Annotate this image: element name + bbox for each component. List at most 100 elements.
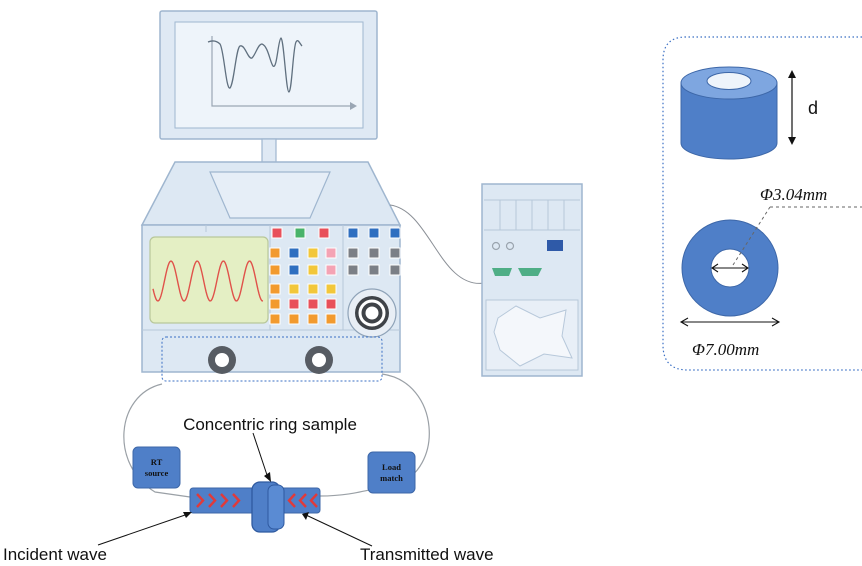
cylinder-hole (706, 72, 752, 90)
rt-source-label-1: RT (151, 457, 163, 467)
coaxial-line (189, 481, 321, 533)
port-2 (305, 346, 333, 374)
incident-chevron-1 (196, 493, 205, 508)
port-panel (161, 336, 383, 382)
transmitted-chevron-2 (298, 493, 307, 508)
monitor-axis-arrow (350, 102, 357, 110)
transmitted-chevron-3 (309, 493, 318, 508)
pc-panel-emblem (493, 305, 573, 367)
panel-button-29 (269, 313, 281, 325)
panel-button-24 (325, 283, 337, 295)
pc-port-1 (492, 268, 512, 276)
sine-wave-trace (152, 260, 264, 302)
rt-source-label-2: source (145, 468, 169, 478)
panel-button-11 (347, 247, 359, 259)
panel-button-21 (269, 283, 281, 295)
inner-arrow-right (741, 263, 749, 273)
panel-button-32 (325, 313, 337, 325)
pointer-incident (97, 513, 189, 546)
pc-tower (481, 183, 583, 377)
pc-cable (389, 204, 486, 284)
port-2-inner (312, 353, 326, 367)
inset-border (662, 36, 862, 371)
inner-diameter-label: Φ3.04mm (760, 185, 827, 204)
panel-button-18 (347, 264, 359, 276)
panel-button-12 (368, 247, 380, 259)
pointer-transmitted (305, 514, 373, 547)
rt-source-rect (132, 446, 181, 489)
pc-power-button (547, 240, 563, 251)
network-analyzer (140, 161, 402, 382)
transmitted-wave-label: Transmitted wave (360, 545, 494, 564)
panel-button-4 (347, 227, 359, 239)
pc-led-2 (505, 241, 515, 251)
load-match-label-2: match (380, 473, 403, 483)
panel-button-22 (288, 283, 300, 295)
panel-button-26 (288, 298, 300, 310)
pointer-sample (252, 432, 269, 479)
knob-center (365, 306, 379, 320)
ring-cylinder-3d (680, 66, 778, 160)
port-1-inner (215, 353, 229, 367)
rt-source-box: RT source (132, 446, 181, 489)
incident-chevron-4 (232, 493, 241, 508)
panel-button-2 (294, 227, 306, 239)
analyzer-screen (149, 236, 269, 324)
panel-button-17 (325, 264, 337, 276)
monitor-trace (207, 37, 303, 93)
panel-button-1 (271, 227, 283, 239)
port-1 (208, 346, 236, 374)
rotary-knob (347, 288, 397, 338)
incident-chevron-2 (208, 493, 217, 508)
panel-button-5 (368, 227, 380, 239)
inner-arrow-left (711, 263, 719, 273)
panel-button-6 (389, 227, 401, 239)
pc-drive-bays (499, 200, 565, 230)
incident-chevron-3 (220, 493, 229, 508)
panel-button-28 (325, 298, 337, 310)
monitor (159, 10, 378, 172)
pc-port-2 (518, 268, 542, 276)
panel-button-7 (269, 247, 281, 259)
outer-arrow-right (771, 317, 781, 327)
concentric-ring-sample-label: Concentric ring sample (183, 415, 357, 434)
monitor-stand-base (209, 171, 331, 219)
panel-button-20 (389, 264, 401, 276)
button-grid (269, 227, 401, 325)
panel-button-15 (288, 264, 300, 276)
load-match-label-1: Load (382, 462, 401, 472)
panel-button-8 (288, 247, 300, 259)
panel-button-9 (307, 247, 319, 259)
panel-button-23 (307, 283, 319, 295)
monitor-screen (174, 21, 364, 129)
incident-wave-label: Incident wave (3, 545, 107, 564)
height-label: d (808, 98, 818, 118)
panel-button-3 (318, 227, 330, 239)
sample-dimensions-inset: d Φ3.04mm Φ7.00mm (662, 36, 862, 371)
knob-groove (358, 299, 386, 327)
monitor-axes (211, 36, 350, 107)
load-match-rect (367, 451, 416, 494)
panel-button-16 (307, 264, 319, 276)
pointer-sample-head (264, 472, 271, 482)
pointer-transmitted-head (302, 512, 309, 520)
height-arrow-bottom (788, 137, 796, 145)
incident-chevrons (196, 493, 241, 508)
transmitted-chevrons (287, 493, 318, 508)
outer-diameter-label: Φ7.00mm (692, 340, 759, 359)
panel-button-30 (288, 313, 300, 325)
transmitted-chevron-1 (287, 493, 296, 508)
outer-arrow-left (679, 317, 689, 327)
panel-button-10 (325, 247, 337, 259)
panel-button-25 (269, 298, 281, 310)
panel-button-31 (307, 313, 319, 325)
height-arrow-top (788, 70, 796, 78)
cylinder-side (680, 82, 778, 160)
panel-button-14 (269, 264, 281, 276)
panel-button-19 (368, 264, 380, 276)
ring-sample-face (267, 484, 285, 530)
pointer-incident-head (183, 512, 192, 518)
pc-led-1 (491, 241, 501, 251)
load-match-box: Load match (367, 451, 416, 494)
